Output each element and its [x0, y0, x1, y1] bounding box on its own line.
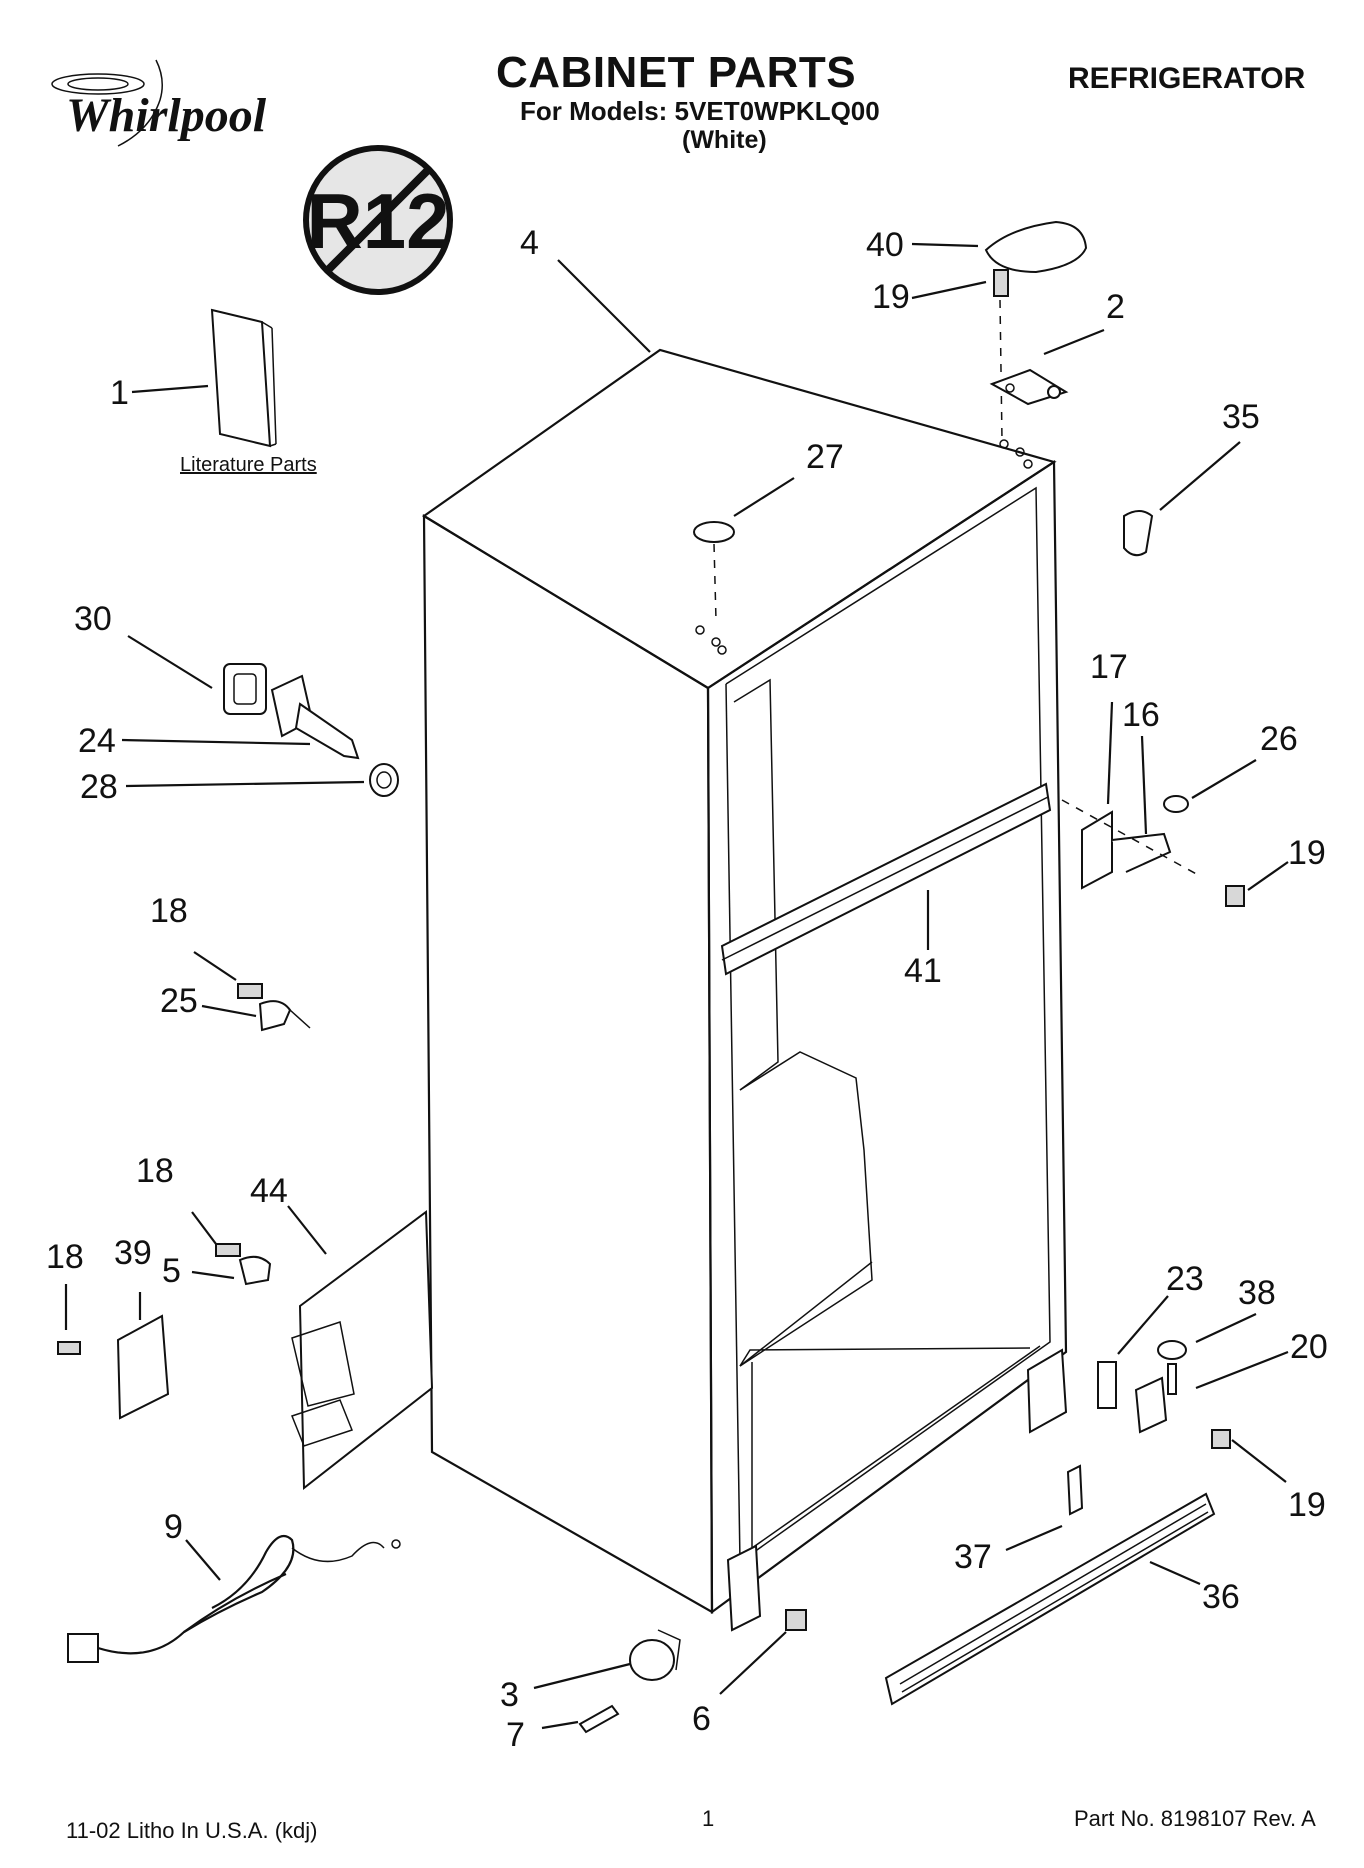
no-r12-badge: R12: [303, 145, 453, 295]
callout-18-cover: 18: [46, 1238, 84, 1276]
hinge-cover-part-40: [984, 220, 1088, 274]
part-number: Part No. 8198107 Rev. A: [1074, 1806, 1316, 1831]
top-hinge-part-2: [989, 269, 1069, 441]
literature-booklet: [210, 308, 277, 448]
print-info: 11-02 Litho In U.S.A. (kdj): [66, 1818, 318, 1843]
callout-7: 7: [506, 1716, 525, 1754]
screw-part-6: [785, 1609, 807, 1631]
whirlpool-logo: [51, 59, 163, 147]
callout-30: 30: [74, 600, 112, 638]
shaft-assembly: [223, 663, 399, 797]
callout-19-top: 19: [872, 278, 910, 316]
callout-1: 1: [110, 374, 129, 412]
callout-17: 17: [1090, 648, 1128, 686]
callout-44: 44: [250, 1172, 288, 1210]
bottom-hinge-assembly: [1097, 1340, 1231, 1449]
brand-logo-text: Whirlpool: [66, 89, 267, 142]
callout-18-cover-clamp: 18: [136, 1152, 174, 1190]
model-number: For Models: 5VET0WPKLQ00: [520, 96, 880, 126]
page-title: CABINET PARTS: [496, 48, 857, 97]
callout-40: 40: [866, 226, 904, 264]
callout-19-center: 19: [1288, 834, 1326, 872]
callout-4: 4: [520, 224, 539, 262]
callout-37: 37: [954, 1538, 992, 1576]
callout-38: 38: [1238, 1274, 1276, 1312]
callout-24: 24: [78, 722, 116, 760]
callout-39: 39: [114, 1234, 152, 1272]
center-hinge-assembly: [1061, 795, 1245, 907]
plug-part-27: [693, 521, 735, 621]
callout-25: 25: [160, 982, 198, 1020]
callout-3: 3: [500, 1676, 519, 1714]
callout-26: 26: [1260, 720, 1298, 758]
toe-grille-part-36: [884, 1492, 1216, 1706]
callout-35: 35: [1222, 398, 1260, 436]
callout-41: 41: [904, 952, 942, 990]
callout-36: 36: [1202, 1578, 1240, 1616]
callout-19-bottom: 19: [1288, 1486, 1326, 1524]
clip-part-37: [1066, 1464, 1084, 1516]
callout-16: 16: [1122, 696, 1160, 734]
callout-6: 6: [692, 1700, 711, 1738]
callout-20: 20: [1290, 1328, 1328, 1366]
part-35: [1123, 510, 1154, 557]
callout-2: 2: [1106, 288, 1125, 326]
callout-9: 9: [164, 1508, 183, 1546]
page-number: 1: [702, 1806, 715, 1831]
cabinet-body: [421, 348, 1068, 1632]
cover-part-39: [57, 1243, 272, 1420]
product-type: REFRIGERATOR: [1068, 62, 1306, 95]
roller-part-3: [578, 1629, 681, 1734]
callout-27: 27: [806, 438, 844, 476]
callout-23: 23: [1166, 1260, 1204, 1298]
rear-cover-part-44: [291, 1210, 434, 1491]
callout-18-clamp: 18: [150, 892, 188, 930]
leader-lines: [64, 242, 1289, 1730]
model-color: (White): [682, 126, 767, 154]
literature-parts-label: Literature Parts: [180, 454, 317, 476]
callout-5: 5: [162, 1252, 181, 1290]
callout-28: 28: [80, 768, 118, 806]
power-cord-part-9: [67, 1534, 401, 1663]
clamp-part-25: [237, 983, 311, 1032]
